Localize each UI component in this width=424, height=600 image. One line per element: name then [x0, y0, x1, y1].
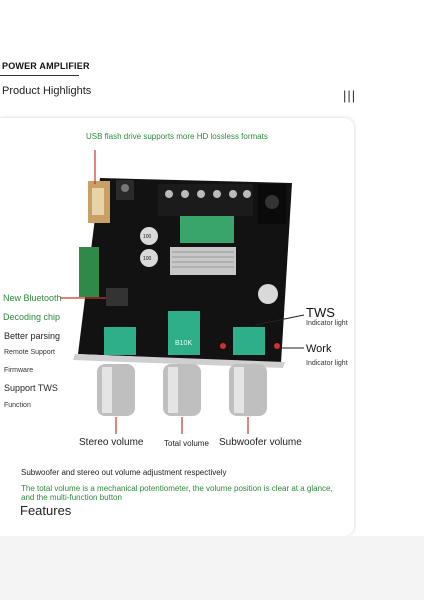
description-volume-adjustment: Subwoofer and stereo out volume adjustme…: [21, 468, 227, 477]
label-decoding-chip: Decoding chip: [3, 312, 61, 322]
section-title: Product Highlights: [2, 85, 92, 97]
description-total-volume: The total volume is a mechanical potenti…: [21, 484, 333, 502]
tws-pointer-line: [254, 314, 305, 326]
label-work-indicator: Indicator light: [306, 360, 348, 367]
work-led: [274, 343, 280, 349]
brand-label: POWER AMPLIFIER: [2, 61, 90, 71]
top-blank-area: [0, 0, 424, 52]
svg-text:100: 100: [143, 234, 152, 240]
label-support-tws: Support TWS: [4, 383, 58, 393]
heatsink: [170, 247, 236, 275]
capacitor-b: [140, 249, 158, 267]
label-remote-support: Remote Support: [4, 349, 55, 356]
inductor-coil: [180, 216, 234, 243]
stereo-pot-body: [104, 327, 136, 355]
svg-text:100: 100: [143, 256, 152, 262]
bluetooth-decoder-chip: [106, 288, 128, 306]
tws-led: [220, 343, 226, 349]
svg-text:B10K: B10K: [175, 340, 192, 347]
bluetooth-antenna: [79, 247, 99, 297]
brand-underline: [0, 75, 79, 76]
label-better-parsing: Better parsing: [4, 331, 61, 341]
label-firmware: Firmware: [4, 367, 34, 374]
label-stereo-volume: Stereo volume: [79, 437, 144, 448]
page-background-footer: [0, 536, 424, 600]
mount-strip: [73, 354, 285, 368]
usb-caption: USB flash drive supports more HD lossles…: [86, 132, 268, 141]
menu-icon[interactable]: |||: [343, 88, 357, 103]
label-work: Work: [306, 343, 332, 355]
label-new-bluetooth: New Bluetooth: [3, 293, 62, 303]
speaker-terminal-block: [158, 184, 253, 216]
features-heading: Features: [20, 503, 72, 518]
label-function: Function: [4, 402, 31, 409]
label-total-volume: Total volume: [164, 439, 209, 448]
capacitor-c: [258, 284, 278, 304]
label-tws-indicator: Indicator light: [306, 320, 348, 327]
total-pot-body: [168, 311, 200, 355]
capacitor-a: [140, 227, 158, 245]
subwoofer-pot-body: [233, 327, 265, 355]
label-subwoofer-volume: Subwoofer volume: [219, 437, 302, 448]
label-tws: TWS: [306, 305, 335, 320]
